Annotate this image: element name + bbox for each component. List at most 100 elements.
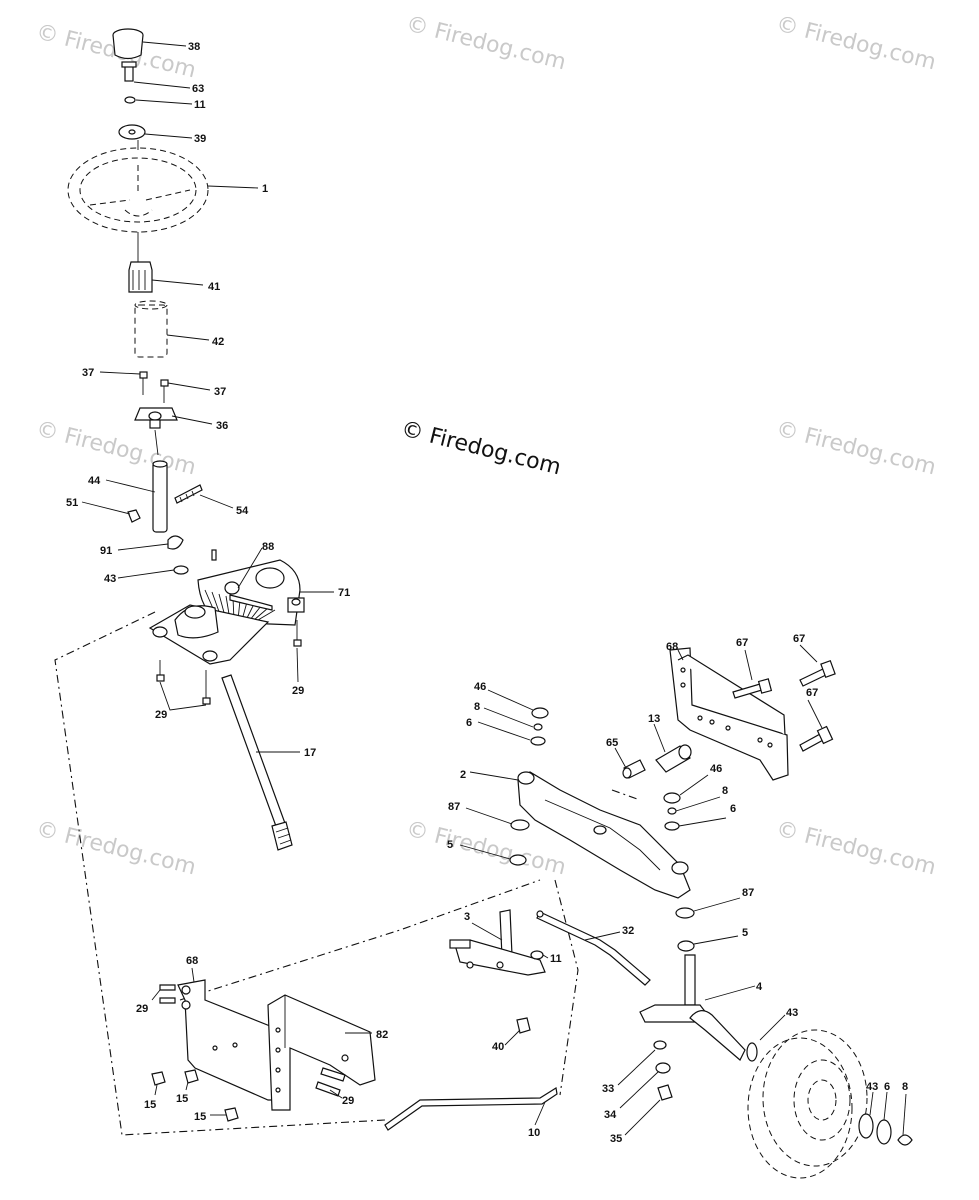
callout-36: 36 xyxy=(216,420,228,432)
nut-part-35 xyxy=(657,1084,673,1101)
steering-wheel-part xyxy=(67,147,209,233)
callout-8-hub: 8 xyxy=(902,1081,908,1093)
callout-87-left: 87 xyxy=(448,801,460,813)
cap-part-46a xyxy=(531,707,549,719)
callout-35: 35 xyxy=(610,1133,622,1145)
callout-63: 63 xyxy=(192,83,204,95)
drag-link-part xyxy=(536,910,651,986)
callout-1: 1 xyxy=(262,183,268,195)
steering-washer-part xyxy=(118,124,146,140)
spacer-tube-part xyxy=(134,300,168,358)
callout-33: 33 xyxy=(602,1083,614,1095)
washer-part-43c xyxy=(858,1113,874,1139)
bushing-part-87 xyxy=(510,819,695,919)
callout-51: 51 xyxy=(66,497,78,509)
steering-shaft-part xyxy=(152,460,168,533)
callout-6-left: 6 xyxy=(466,717,472,729)
callout-67-upper-right: 67 xyxy=(793,633,805,645)
nut-part-15a xyxy=(151,1071,166,1086)
callout-54: 54 xyxy=(236,505,249,517)
callout-40: 40 xyxy=(492,1041,504,1053)
callout-42: 42 xyxy=(212,336,224,348)
ring-part-8a xyxy=(533,723,543,731)
callout-68-right: 68 xyxy=(666,641,678,653)
washer-part-5a xyxy=(509,854,527,866)
leader-lines xyxy=(81,41,907,1136)
drag-rod-part xyxy=(384,1087,558,1131)
steering-cap-part xyxy=(112,28,144,60)
assembly-dashed-line-center xyxy=(179,879,541,1001)
axle-mount-bracket-part xyxy=(669,647,789,781)
callout-87-right: 87 xyxy=(742,887,754,899)
washer-part-6b xyxy=(664,821,680,831)
callout-6-right: 6 xyxy=(730,803,736,815)
nut-part-51 xyxy=(127,509,141,523)
callout-39: 39 xyxy=(194,133,206,145)
ring-part-8b xyxy=(667,807,677,815)
callout-10: 10 xyxy=(528,1127,540,1139)
callout-38: 38 xyxy=(188,41,200,53)
callout-11: 11 xyxy=(194,99,206,111)
callout-67-top: 67 xyxy=(736,637,748,649)
watermark-mid-right: © Firedog.com xyxy=(774,417,939,481)
callout-29-left: 29 xyxy=(155,709,167,721)
washer-part-43b xyxy=(746,1042,758,1062)
callout-44: 44 xyxy=(88,475,101,487)
callout-8-right: 8 xyxy=(722,785,728,797)
washer-part-34 xyxy=(655,1062,671,1074)
steering-column-group xyxy=(67,28,305,851)
flat-washer-part-43 xyxy=(173,565,189,575)
callout-11-lower: 11 xyxy=(550,953,562,965)
lower-bracket-group xyxy=(151,979,376,1122)
callout-43-hub: 43 xyxy=(866,1081,878,1093)
spindle-part-3 xyxy=(449,909,546,976)
sector-gear-part xyxy=(197,559,301,626)
nut-part-11 xyxy=(530,950,544,960)
watermark-top-center: © Firedog.com xyxy=(404,12,569,76)
washer-part-6a xyxy=(530,736,546,746)
adapter-part xyxy=(128,261,153,293)
callout-13: 13 xyxy=(648,713,660,725)
callout-46-left: 46 xyxy=(474,681,486,693)
pin-part-65 xyxy=(622,759,646,779)
washer-part-6c xyxy=(876,1119,892,1145)
callout-15-b: 15 xyxy=(176,1093,188,1105)
bracket-part-82 xyxy=(267,994,376,1111)
callout-34: 34 xyxy=(604,1109,617,1121)
bolt-part-37 xyxy=(139,371,169,403)
bushing-part xyxy=(134,407,178,429)
callout-71: 71 xyxy=(338,587,350,599)
assembly-dashed-line-right xyxy=(554,879,579,1096)
spacer-part-13 xyxy=(655,744,692,773)
watermark-center: © Firedog.com xyxy=(399,417,564,481)
bolt-part-29 xyxy=(156,620,302,705)
lock-washer-part xyxy=(124,96,136,104)
gearbox-housing-part xyxy=(148,597,305,665)
watermark-lower-left: © Firedog.com xyxy=(34,817,199,881)
callout-65: 65 xyxy=(606,737,618,749)
front-wheel-part xyxy=(747,1029,868,1179)
washer-part-33 xyxy=(653,1040,667,1050)
callout-29-right: 29 xyxy=(292,685,304,697)
callout-32: 32 xyxy=(622,925,634,937)
callout-5-right: 5 xyxy=(742,927,748,939)
callout-17: 17 xyxy=(304,747,316,759)
nut-part-15b xyxy=(184,1069,199,1084)
ring-part-8c xyxy=(897,1134,913,1146)
callout-41: 41 xyxy=(208,281,220,293)
front-axle-beam-part xyxy=(517,771,691,899)
callout-29-lower-right: 29 xyxy=(342,1095,354,1107)
callout-6-hub: 6 xyxy=(884,1081,890,1093)
callout-4: 4 xyxy=(756,981,763,993)
callout-46-right: 46 xyxy=(710,763,722,775)
callout-8-left: 8 xyxy=(474,701,480,713)
callout-37-right: 37 xyxy=(214,386,226,398)
cap-part-46b xyxy=(663,792,681,804)
callout-37-left: 37 xyxy=(82,367,94,379)
callout-67-right: 67 xyxy=(806,687,818,699)
callout-29-lower-left: 29 xyxy=(136,1003,148,1015)
assembly-dashed-line-mount xyxy=(611,789,641,801)
callout-88: 88 xyxy=(262,541,274,553)
